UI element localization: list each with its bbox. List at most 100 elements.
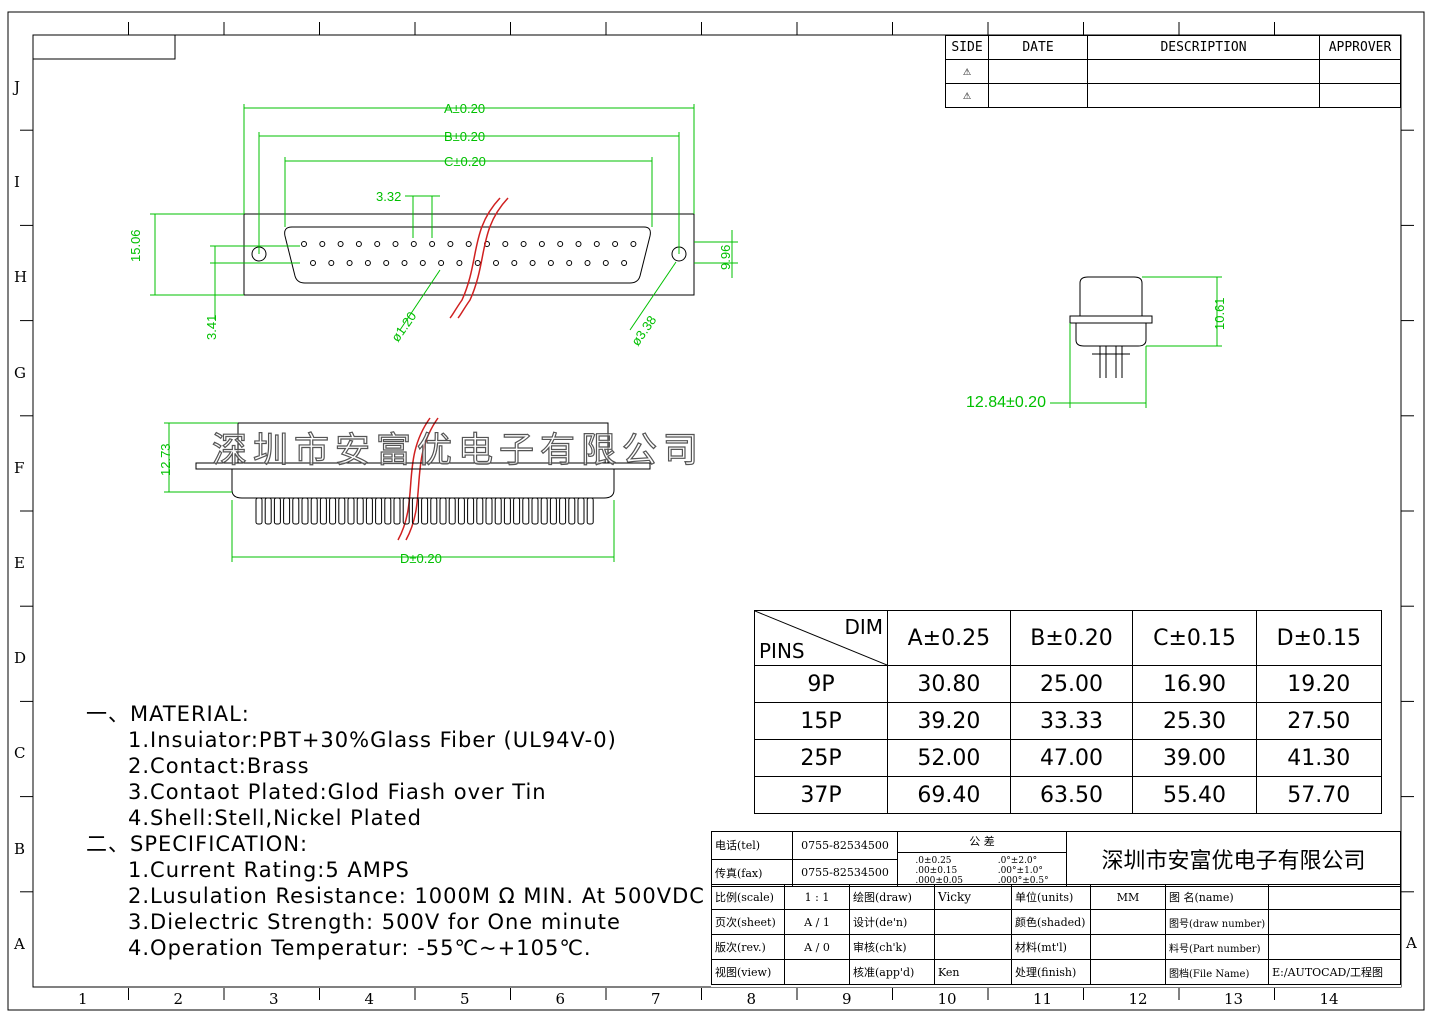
- pin-hole: [557, 241, 564, 247]
- cell-c: 39.00: [1132, 739, 1257, 777]
- pin-hole: [584, 260, 591, 266]
- table-row: 25P 52.00 47.00 39.00 41.30: [754, 739, 1383, 777]
- contact-pin: [522, 497, 530, 525]
- corner-pins-label: PINS: [759, 639, 805, 663]
- pin-hole: [319, 241, 326, 247]
- side-view: [1069, 276, 1153, 378]
- spec-item: 4.Operation Temperatur: -55℃~+105℃.: [128, 936, 592, 960]
- cell-a: 39.20: [887, 702, 1011, 740]
- cell-b: 47.00: [1009, 739, 1134, 777]
- tolerance-label: 公 差: [898, 832, 1066, 853]
- grid-row-label-right: A: [1406, 934, 1417, 952]
- corner-box: [32, 34, 176, 60]
- col-header-d: D±0.15: [1255, 610, 1383, 666]
- sheet-value: A / 1: [784, 909, 850, 935]
- design-label: 设计(de'n): [849, 909, 935, 935]
- grid-row-label: C: [14, 744, 26, 763]
- tol-value: .00±0.15: [915, 866, 958, 876]
- grid-row-label: A: [14, 934, 25, 953]
- scale-value: 1 : 1: [784, 884, 850, 910]
- row-pins: 9P: [754, 665, 888, 703]
- rev-cell: ⚠: [945, 59, 989, 84]
- specification-title: 二、SPECIFICATION:: [86, 832, 309, 856]
- contact-pin: [476, 497, 484, 525]
- grid-column-label: 8: [746, 990, 757, 1008]
- draw-value: Vicky: [934, 884, 1012, 910]
- grid-column-label: 12: [1128, 990, 1148, 1008]
- dim-height: 15.06: [128, 229, 143, 262]
- table-corner: DIM PINS: [754, 610, 888, 666]
- contact-pin: [264, 497, 272, 525]
- rev-header-approver: APPROVER: [1319, 35, 1401, 60]
- cell-c: 55.40: [1132, 776, 1257, 814]
- spec-item: 1.Current Rating:5 AMPS: [128, 858, 410, 882]
- projection-symbol-cell: [784, 959, 850, 985]
- pin-hole: [566, 260, 573, 266]
- contact-pin: [503, 497, 511, 525]
- cell-b: 25.00: [1009, 665, 1134, 703]
- cell-b: 33.33: [1009, 702, 1134, 740]
- dim-pitch: 3.32: [376, 189, 402, 204]
- contact-pin: [586, 497, 594, 525]
- pin-hole: [621, 260, 628, 266]
- contact-pin: [430, 497, 438, 525]
- side-dimensions: [1050, 276, 1222, 408]
- pin-hole: [355, 241, 362, 247]
- contact-pin: [467, 497, 475, 525]
- contact-pin: [301, 497, 309, 525]
- name-label: 图 名(name): [1164, 884, 1270, 910]
- spec-block: 一、MATERIAL: 1.Insuiator:PBT+30%Glass Fib…: [86, 701, 705, 961]
- shaded-label: 颜色(shaded): [1011, 909, 1091, 935]
- pin-hole: [493, 260, 499, 266]
- contact-pin: [568, 497, 576, 525]
- front-view: [195, 422, 651, 525]
- cell-d: 41.30: [1255, 739, 1383, 777]
- spec-item: 2.Lusulation Resistance: 1000M Ω MIN. At…: [128, 884, 705, 908]
- cell-a: 30.80: [887, 665, 1011, 703]
- pin-hole: [429, 241, 436, 247]
- contact-pin: [531, 497, 539, 525]
- row-pins: 37P: [754, 776, 888, 814]
- contact-pin: [457, 497, 465, 525]
- dim-side-height: 10.61: [1212, 297, 1227, 330]
- pin-hole: [374, 241, 381, 247]
- grid-column-label: 3: [269, 990, 279, 1008]
- dimension-table: DIM PINS A±0.25 B±0.20 C±0.15 D±0.15 9P …: [754, 610, 1383, 814]
- pin-hole: [520, 241, 527, 247]
- contact-pin: [421, 497, 429, 525]
- cell-d: 27.50: [1255, 702, 1383, 740]
- grid-column-label: 2: [173, 990, 184, 1008]
- table-row: 9P 30.80 25.00 16.90 19.20: [754, 665, 1383, 703]
- dim-b: B±0.20: [444, 129, 486, 144]
- pin-hole: [575, 241, 582, 247]
- sheet-label: 页次(sheet): [711, 909, 785, 935]
- grid-column-label: 4: [364, 990, 375, 1008]
- tol-value: .000±0.05: [915, 876, 963, 886]
- material-label: 材料(mt'l): [1011, 934, 1091, 960]
- tol-value: .0±0.25: [915, 856, 952, 866]
- col-header-c: C±0.15: [1132, 610, 1257, 666]
- rev-cell: ⚠: [945, 83, 989, 108]
- draw-label: 绘图(draw): [849, 884, 935, 910]
- title-block: 电话(tel) 0755-82534500 公 差 .0±0.25.00±0.1…: [711, 831, 1401, 987]
- company-name: 深圳市安富优电子有限公司: [1066, 831, 1401, 887]
- grid-row-label: D: [14, 649, 27, 668]
- tel-value: 0755-82534500: [792, 831, 898, 860]
- grid-row-label: E: [14, 554, 25, 572]
- grid-row-label: G: [14, 363, 26, 382]
- grid-row-label: H: [14, 268, 28, 287]
- pin-hole: [465, 241, 472, 247]
- pin-hole: [337, 241, 344, 247]
- fax-label: 传真(fax): [711, 858, 793, 887]
- pin-hole: [310, 260, 316, 266]
- col-header-a: A±0.25: [887, 610, 1011, 666]
- material-item: 1.Insuiator:PBT+30%Glass Fiber (UL94V-0): [128, 728, 617, 752]
- grid-column-label: 1: [78, 990, 88, 1008]
- row-pins: 15P: [754, 702, 888, 740]
- tol-value: .000°±0.5°: [997, 876, 1049, 886]
- pin-hole: [511, 260, 518, 266]
- pin-hole: [301, 241, 307, 247]
- grid-column-label: 6: [555, 990, 566, 1008]
- contact-pin: [411, 497, 419, 525]
- tel-label: 电话(tel): [711, 831, 793, 860]
